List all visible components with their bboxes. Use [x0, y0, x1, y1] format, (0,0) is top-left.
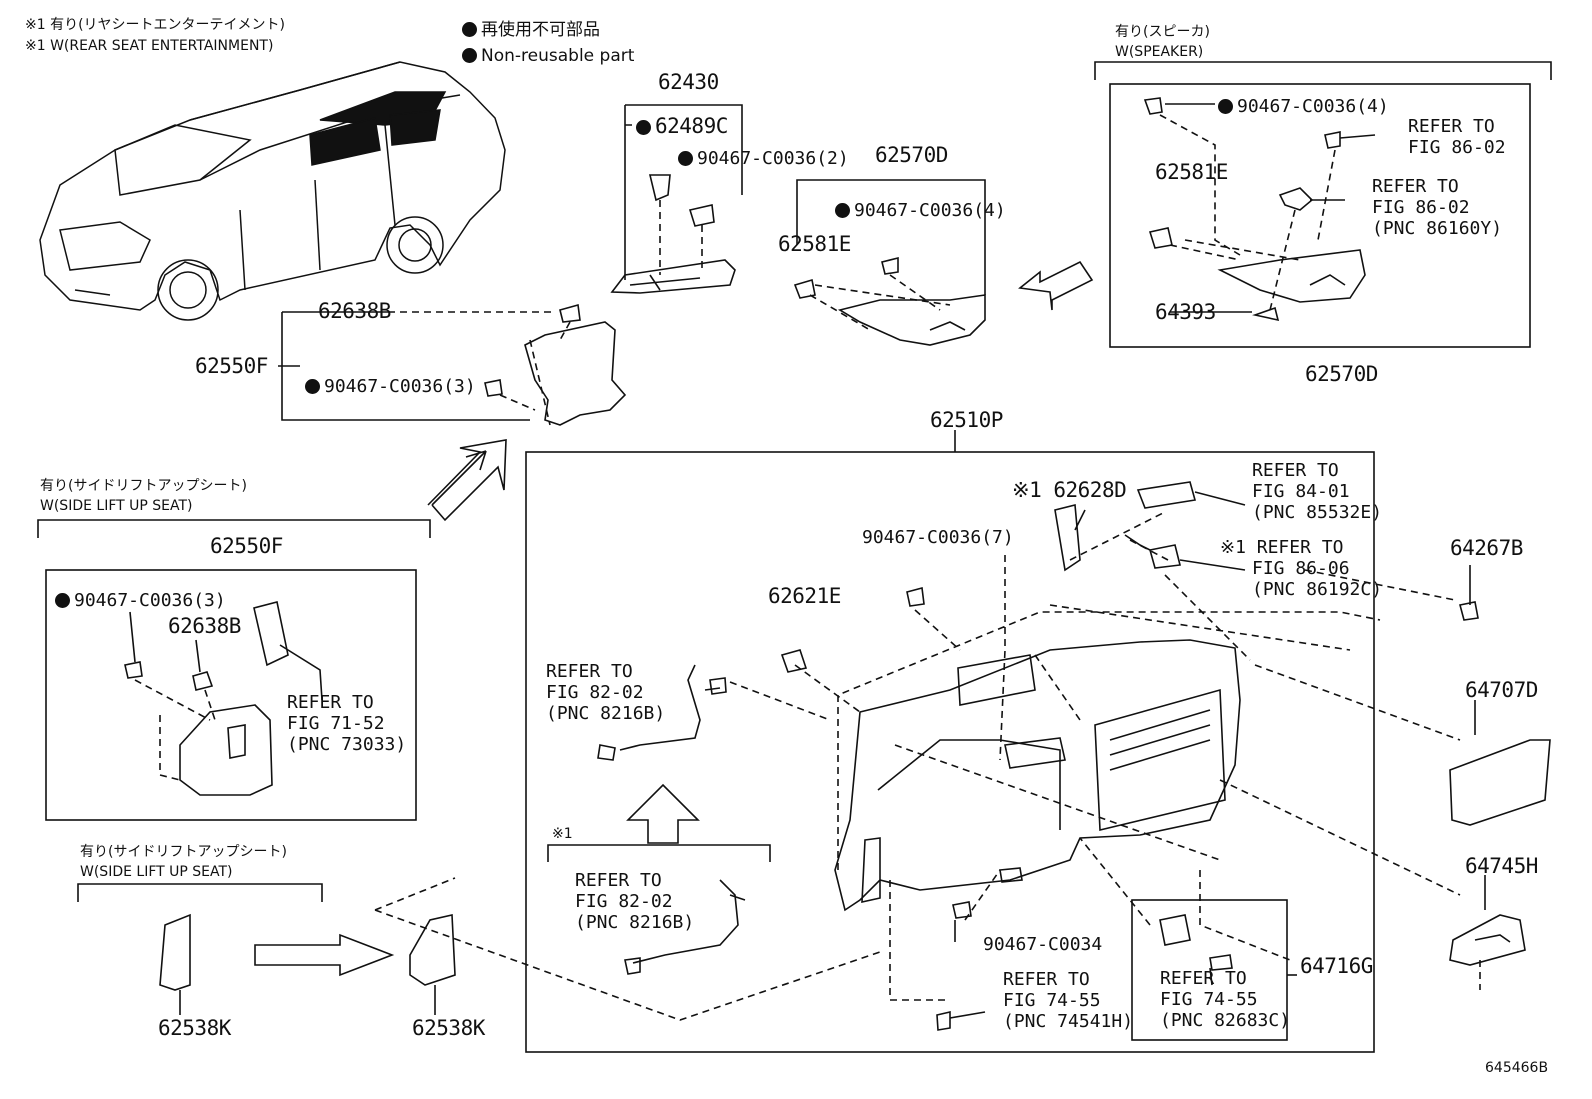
- reference-label[interactable]: FIG 86-02: [1408, 137, 1506, 158]
- non-reusable-dot-icon: [462, 48, 477, 63]
- speaker-group-box: [1094, 61, 1552, 348]
- reference-label[interactable]: REFER TO: [1408, 116, 1495, 137]
- non-reusable-dot-icon: [678, 151, 693, 166]
- non-reusable-dot-icon: [55, 593, 70, 608]
- reference-label[interactable]: (PNC 86192C): [1252, 579, 1383, 600]
- reference-label[interactable]: REFER TO: [1252, 460, 1339, 481]
- part-label[interactable]: 64707D: [1465, 678, 1538, 702]
- reference-label[interactable]: REFER TO: [1372, 176, 1459, 197]
- side-lift-group-box: [37, 519, 431, 821]
- part-label[interactable]: 62538K: [412, 1016, 485, 1040]
- panels-62538k: [77, 877, 881, 1021]
- part-label[interactable]: 90467-C0036(3): [55, 590, 226, 611]
- note-sub-marker: ※1: [552, 826, 573, 842]
- reference-label[interactable]: REFER TO: [575, 870, 662, 891]
- diagram-id: 645466B: [1485, 1060, 1549, 1076]
- part-label[interactable]: 64267B: [1450, 536, 1523, 560]
- part-label[interactable]: 90467-C0036(3): [305, 376, 476, 397]
- reference-label[interactable]: ※1 REFER TO: [1220, 537, 1344, 558]
- reference-label[interactable]: REFER TO: [546, 661, 633, 682]
- part-label[interactable]: 90467-C0036(4): [1218, 96, 1389, 117]
- reference-label[interactable]: FIG 82-02: [546, 682, 644, 703]
- note-en-rear-seat-ent: ※1 W(REAR SEAT ENTERTAINMENT): [25, 38, 274, 54]
- reference-label[interactable]: REFER TO: [287, 692, 374, 713]
- non-reusable-dot-icon: [305, 379, 320, 394]
- reference-label[interactable]: (PNC 86160Y): [1372, 218, 1503, 239]
- part-label[interactable]: 64393: [1155, 300, 1216, 324]
- bracket-62430: [610, 104, 743, 294]
- part-label[interactable]: 62570D: [1305, 362, 1378, 386]
- part-label[interactable]: 62621E: [768, 584, 841, 608]
- part-label[interactable]: ※1 62628D: [1012, 478, 1127, 502]
- speaker-title-jp: 有り(スピーカ): [1115, 24, 1210, 40]
- side-lift-lower-title-jp: 有り(サイドリフトアップシート): [80, 844, 287, 860]
- non-reusable-dot-icon: [462, 22, 477, 37]
- part-label[interactable]: 62581E: [1155, 160, 1228, 184]
- reference-label[interactable]: FIG 86-06: [1252, 558, 1350, 579]
- reference-label[interactable]: FIG 74-55: [1160, 989, 1258, 1010]
- legend-non-reusable-jp: 再使用不可部品: [462, 20, 600, 40]
- part-label[interactable]: 62510P: [930, 408, 1003, 432]
- part-label[interactable]: 64745H: [1465, 854, 1538, 878]
- reference-label[interactable]: FIG 84-01: [1252, 481, 1350, 502]
- part-label[interactable]: 62489C: [636, 116, 728, 137]
- part-label[interactable]: 64716G: [1300, 954, 1373, 978]
- reference-label[interactable]: REFER TO: [1160, 968, 1247, 989]
- part-label[interactable]: 62538K: [158, 1016, 231, 1040]
- reference-label[interactable]: REFER TO: [1003, 969, 1090, 990]
- non-reusable-dot-icon: [636, 120, 651, 135]
- side-lift-title-jp: 有り(サイドリフトアップシート): [40, 478, 247, 494]
- panel-62570d: [793, 179, 1094, 346]
- panel-62550f-upper: [278, 303, 627, 522]
- part-label[interactable]: 62550F: [210, 534, 283, 558]
- main-assembly-box: [525, 430, 1481, 1053]
- part-label[interactable]: 62550F: [195, 354, 268, 378]
- reference-label[interactable]: FIG 71-52: [287, 713, 385, 734]
- non-reusable-dot-icon: [1218, 99, 1233, 114]
- reference-label[interactable]: FIG 74-55: [1003, 990, 1101, 1011]
- legend-non-reusable-en: Non-reusable part: [462, 46, 634, 66]
- part-label[interactable]: 90467-C0036(7): [862, 527, 1014, 548]
- side-lift-lower-title-en: W(SIDE LIFT UP SEAT): [80, 864, 233, 880]
- part-label[interactable]: 62581E: [778, 232, 851, 256]
- reference-label[interactable]: (PNC 8216B): [575, 912, 695, 933]
- part-label[interactable]: 90467-C0036(2): [678, 148, 849, 169]
- part-label[interactable]: 90467-C0036(4): [835, 200, 1006, 221]
- reference-label[interactable]: (PNC 74541H): [1003, 1011, 1134, 1032]
- reference-label[interactable]: (PNC 73033): [287, 734, 407, 755]
- non-reusable-dot-icon: [835, 203, 850, 218]
- vehicle-illustration: [39, 61, 506, 321]
- part-label[interactable]: 62570D: [875, 143, 948, 167]
- reference-label[interactable]: FIG 82-02: [575, 891, 673, 912]
- reference-label[interactable]: (PNC 8216B): [546, 703, 666, 724]
- part-label[interactable]: 62430: [658, 70, 719, 94]
- part-label[interactable]: 62638B: [168, 614, 241, 638]
- part-label[interactable]: 90467-C0034: [983, 934, 1103, 955]
- note-jp-rear-seat-ent: ※1 有り(リヤシートエンターテイメント): [25, 17, 286, 33]
- reference-label[interactable]: (PNC 82683C): [1160, 1010, 1291, 1031]
- side-lift-title-en: W(SIDE LIFT UP SEAT): [40, 498, 193, 514]
- right-parts: [1449, 565, 1551, 966]
- reference-label[interactable]: (PNC 85532E): [1252, 502, 1383, 523]
- speaker-title-en: W(SPEAKER): [1115, 44, 1204, 60]
- part-label[interactable]: 62638B: [318, 299, 391, 323]
- reference-label[interactable]: FIG 86-02: [1372, 197, 1470, 218]
